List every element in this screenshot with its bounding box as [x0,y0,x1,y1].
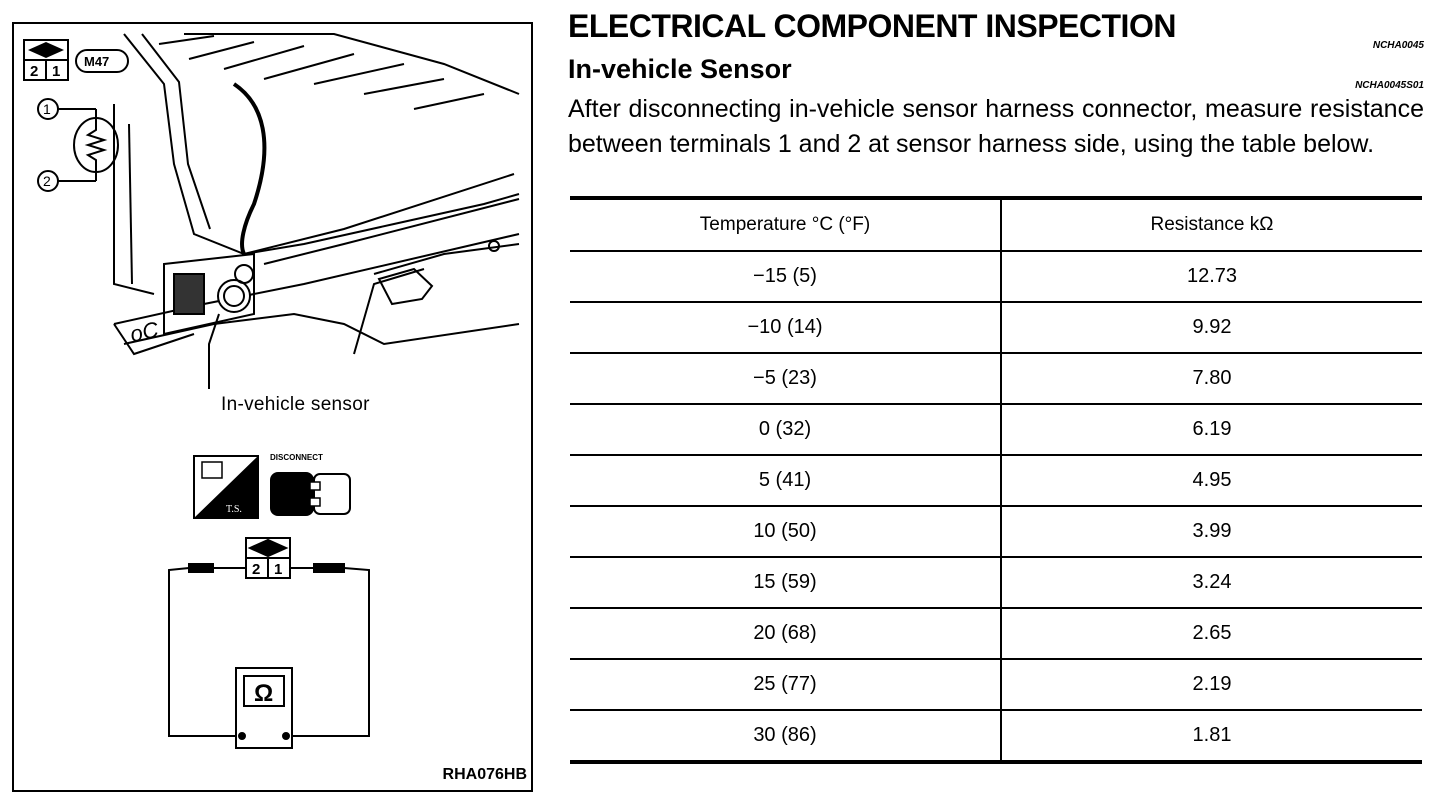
table-row: 5 (41)4.95 [570,454,1422,506]
resistance-table: Temperature °C (°F) Resistance kΩ −15 (5… [570,196,1422,764]
table-row: 30 (86)1.81 [570,709,1422,764]
svg-text:1: 1 [52,63,60,80]
temperature-cell: −15 (5) [570,250,1002,302]
svg-text:oC: oC [128,317,161,347]
measurement-circuit [168,537,370,749]
instruction-text: After disconnecting in-vehicle sensor ha… [568,95,1424,158]
resistance-cell: 4.95 [1001,454,1422,506]
temperature-cell: 15 (59) [570,556,1002,608]
table-row: 15 (59)3.24 [570,556,1422,608]
table-row: 20 (68)2.65 [570,607,1422,659]
svg-text:T.S.: T.S. [226,504,242,515]
header-resistance: Resistance kΩ [1150,214,1274,235]
svg-text:1: 1 [274,561,282,578]
table-row: −10 (14)9.92 [570,301,1422,353]
temperature-cell: 30 (86) [570,709,1002,764]
table-row: 25 (77)2.19 [570,658,1422,710]
component-illustration: 2 1 M47 1 2 [12,22,533,792]
sensor-label: In-vehicle sensor [221,394,370,415]
connector-code-oval [75,49,129,73]
resistance-cell: 6.19 [1001,403,1422,455]
figure-code: RHA076HB [442,766,527,783]
svg-text:2: 2 [252,561,260,578]
resistance-cell: 2.65 [1001,607,1422,659]
thermistor-symbol-icon [37,98,119,192]
temperature-cell: −10 (14) [570,301,1002,353]
disconnect-label: DISCONNECT [270,453,323,462]
connector-symbol-icon: 2 1 [23,39,69,81]
resistance-cell: 9.92 [1001,301,1422,353]
table-header-row: Temperature °C (°F) Resistance kΩ [570,198,1422,251]
resistance-cell: 12.73 [1001,250,1422,302]
resistance-cell: 3.99 [1001,505,1422,557]
temperature-cell: 5 (41) [570,454,1002,506]
table-row: −15 (5)12.73 [570,250,1422,302]
svg-text:M47: M47 [84,54,109,69]
test-symbol-icon: T.S. [193,455,259,519]
resistance-cell: 3.24 [1001,556,1422,608]
temperature-cell: 10 (50) [570,505,1002,557]
dashboard-sketch [113,33,520,356]
temperature-cell: 20 (68) [570,607,1002,659]
table-row: 0 (32)6.19 [570,403,1422,455]
temperature-cell: 0 (32) [570,403,1002,455]
subsection-title: In-vehicle Sensor [568,54,792,84]
header-temperature: Temperature °C (°F) [570,198,1002,251]
svg-text:2: 2 [43,173,51,189]
temperature-cell: −5 (23) [570,352,1002,404]
disconnect-connector-icon [270,472,351,516]
subsection-code: NCHA0045S01 [1355,80,1424,91]
section-title: ELECTRICAL COMPONENT INSPECTION [568,8,1176,44]
ohm-icon: Ω [254,680,273,707]
temperature-cell: 25 (77) [570,658,1002,710]
resistance-cell: 2.19 [1001,658,1422,710]
section-code: NCHA0045 [1372,40,1424,51]
table-row: −5 (23)7.80 [570,352,1422,404]
illustration-drawing: 2 1 M47 1 2 [23,33,520,749]
svg-text:2: 2 [30,63,38,80]
svg-text:1: 1 [43,101,51,117]
resistance-cell: 1.81 [1001,709,1422,764]
resistance-cell: 7.80 [1001,352,1422,404]
table-row: 10 (50)3.99 [570,505,1422,557]
